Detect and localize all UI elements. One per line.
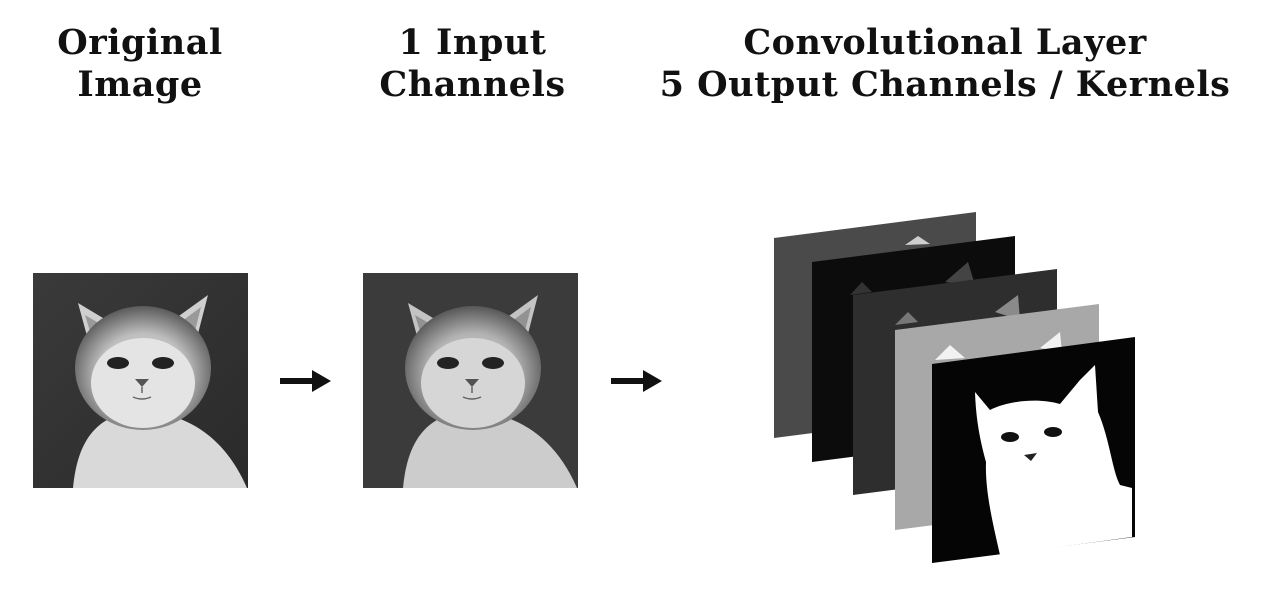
conv-layer-label: Convolutional Layer 5 Output Channels / … [659,22,1231,105]
input-channels-label: 1 Input Channels [379,22,566,105]
output-channel-5 [932,337,1135,563]
original-image [33,273,248,489]
original-image-label: Original Image [57,22,223,105]
right-arrow-icon [280,370,331,392]
right-arrow-icon [611,370,662,392]
input-channel-image [363,273,578,489]
